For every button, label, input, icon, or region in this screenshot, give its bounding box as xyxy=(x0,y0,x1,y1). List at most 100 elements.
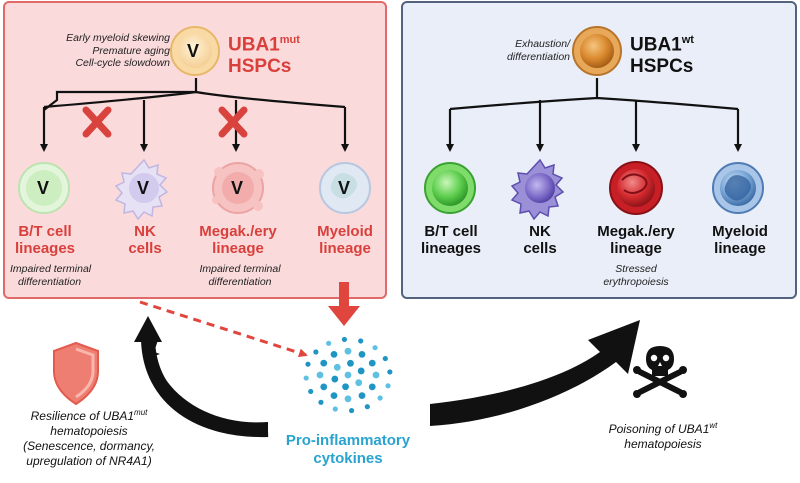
cytokine-dot xyxy=(368,359,376,367)
wt-title-sup: wt xyxy=(681,34,694,46)
cytokine-dot xyxy=(326,340,332,346)
wt-bt-cell xyxy=(424,162,476,214)
mut-meg-letter: V xyxy=(231,178,244,198)
mut-label-myeloid-2: lineage xyxy=(319,240,371,257)
mut-label-nk: NK cells xyxy=(110,223,180,257)
cytokine-dot xyxy=(330,392,338,400)
mut-note-2: Premature aging xyxy=(92,44,170,57)
cytokine-dot xyxy=(347,359,354,367)
mut-label-bt-2: lineages xyxy=(14,240,76,257)
wt-meg-note-2: erythropoiesis xyxy=(603,275,669,288)
wt-label-meg-1: Megak./ery xyxy=(597,223,675,240)
wt-notes: Exhaustion/ differentiation xyxy=(460,38,570,63)
cytokine-dot xyxy=(355,379,363,387)
cytokine-dot xyxy=(344,395,352,403)
block-cross-meg xyxy=(218,106,248,138)
mut-label-meg-1: Megak./ery xyxy=(199,223,277,240)
mut-title-sup: mut xyxy=(279,34,300,46)
mut-bt-note-2: differentiation xyxy=(18,275,82,288)
cytokine-dot xyxy=(357,367,365,375)
cytokine-dot xyxy=(305,361,311,367)
resilience-l1-pre: Resilience of xyxy=(30,409,103,423)
cytokines-label: Pro-inflammatory cytokines xyxy=(268,432,428,468)
poisoning-caption: Poisoning of UBA1wt hematopoiesis xyxy=(598,418,728,452)
cytokines-label-1: Pro-inflammatory xyxy=(285,432,411,449)
mut-note-3: Cell-cycle slowdown xyxy=(75,57,170,69)
wt-myeloid-cell xyxy=(712,162,764,214)
cytokine-dot xyxy=(385,383,391,389)
block-cross-bt xyxy=(82,106,112,138)
wt-meg-note-1: Stressed xyxy=(615,263,657,275)
cytokine-dot xyxy=(333,363,341,371)
wt-label-bt-2: lineages xyxy=(420,240,482,257)
cytokine-dot xyxy=(387,369,393,375)
mut-bt-note: Impaired terminal differentiation xyxy=(10,263,130,288)
mut-panel xyxy=(3,1,387,299)
resilience-l1-it: UBA1 xyxy=(102,409,135,423)
cytokine-dot xyxy=(382,355,388,362)
cytokine-dot xyxy=(372,371,380,379)
nk-to-cytokine-dashed-arrow xyxy=(139,300,308,358)
thick-arrow-right xyxy=(430,320,640,426)
curved-arrow-left xyxy=(134,316,269,438)
cytokine-dot xyxy=(303,375,309,381)
cytokine-dot xyxy=(320,383,328,391)
cytokine-cluster xyxy=(303,336,393,414)
mut-bt-cell xyxy=(18,162,70,214)
cytokine-dot xyxy=(358,338,364,344)
poisoning-l1-pre: Poisoning of xyxy=(608,422,679,436)
mut-meg-cell xyxy=(212,162,264,214)
mut-label-nk-2: cells xyxy=(128,240,162,257)
wt-tree xyxy=(446,78,742,152)
cytokine-dot xyxy=(320,359,328,367)
cytokine-dot xyxy=(344,371,352,379)
myeloid-to-cytokine-arrow xyxy=(328,282,360,326)
mut-nk-letter: V xyxy=(137,178,150,198)
mut-label-bt-1: B/T cell xyxy=(18,223,72,240)
mut-title: UBA1mut HSPCs xyxy=(228,29,300,78)
wt-hspc-cell xyxy=(572,26,622,76)
cytokine-dot xyxy=(313,349,319,355)
cytokine-dot xyxy=(368,383,376,391)
wt-label-myeloid-2: lineage xyxy=(714,240,766,257)
cytokine-dot xyxy=(342,383,349,391)
mut-myeloid-cell xyxy=(319,162,371,214)
mut-label-nk-1: NK xyxy=(134,223,156,240)
wt-note-1: Exhaustion/ xyxy=(515,38,570,50)
cytokine-dot xyxy=(331,375,339,383)
mut-hspc-letter: V xyxy=(187,41,200,61)
cytokine-dot xyxy=(330,350,338,358)
cytokine-dot xyxy=(358,392,366,400)
cytokine-dot xyxy=(316,371,324,379)
shield-icon xyxy=(53,341,99,406)
wt-label-nk-1: NK xyxy=(529,223,551,240)
skull-crossbones-icon xyxy=(633,346,687,398)
mut-title-sub: HSPCs xyxy=(228,56,292,78)
wt-meg-cell xyxy=(609,161,663,215)
cytokine-dot xyxy=(341,336,348,343)
cytokine-dot xyxy=(372,345,378,351)
wt-nk-cell xyxy=(510,158,565,221)
wt-label-bt: B/T cell lineages xyxy=(410,223,492,257)
resilience-l2: hematopoiesis xyxy=(50,424,128,438)
mut-label-bt: B/T cell lineages xyxy=(4,223,86,257)
wt-note-2: differentiation xyxy=(506,50,570,63)
wt-label-meg-2: lineage xyxy=(610,240,662,257)
cytokines-label-2: cytokines xyxy=(313,450,383,467)
mut-meg-note-2: differentiation xyxy=(208,275,272,288)
wt-title-main: UBA1 xyxy=(630,34,682,56)
wt-label-myeloid-1: Myeloid xyxy=(712,223,768,240)
mut-label-meg-2: lineage xyxy=(212,240,264,257)
resilience-l4: upregulation of NR4A1) xyxy=(26,454,152,468)
resilience-l3: (Senescence, dormancy, xyxy=(23,439,155,453)
cytokine-dot xyxy=(364,404,370,410)
mut-bt-letter: V xyxy=(37,178,50,198)
wt-label-bt-1: B/T cell xyxy=(424,223,478,240)
mut-bt-note-1: Impaired terminal xyxy=(10,263,92,275)
mut-label-myeloid-1: Myeloid xyxy=(317,223,373,240)
wt-title: UBA1wt HSPCs xyxy=(630,29,694,78)
wt-label-meg: Megak./ery lineage xyxy=(586,223,686,257)
cytokine-dot xyxy=(344,347,352,355)
